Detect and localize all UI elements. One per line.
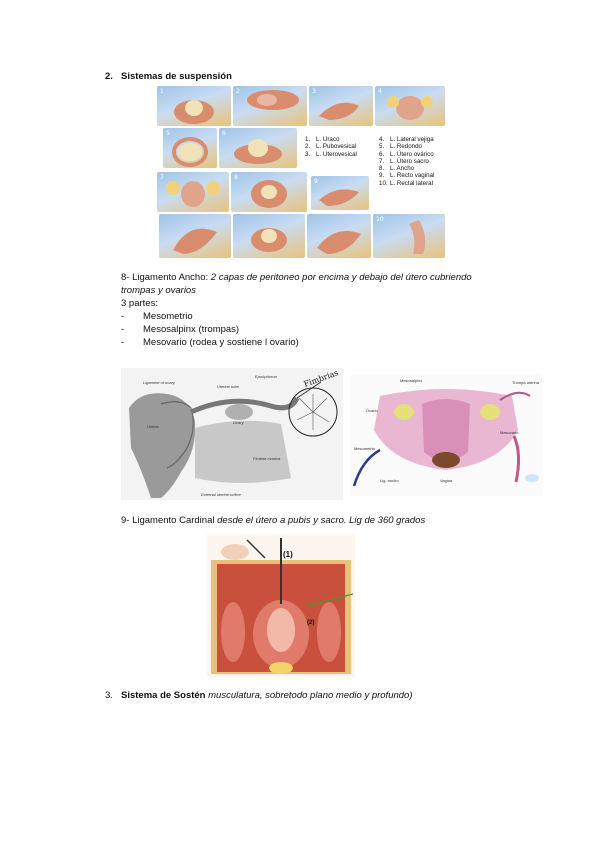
legend-item: 10.L. Rectal lateral	[379, 179, 433, 187]
section-3-desc: musculatura, sobretodo plano medio y pro…	[208, 690, 413, 701]
list-item: -Mesosalpinx (trompas)	[121, 324, 240, 335]
legend-item: 9.L. Recto vaginal	[379, 172, 435, 180]
section-2-number: 2.	[105, 71, 113, 82]
section-3-title: Sistema de Sostén	[121, 690, 206, 701]
label-vagina: Vagina	[440, 478, 453, 483]
ligament-illustration: 1	[157, 86, 231, 126]
broad-ligament-engraving: Ligament of ovary Uterine tube Epoöphoro…	[121, 368, 343, 500]
label-uterus: Uterus	[147, 424, 159, 429]
label-2: (2)	[307, 620, 315, 626]
label-trompa: Trompa uterina	[512, 380, 539, 385]
legend-item: 8.L. Ancho	[379, 165, 415, 173]
label-epoophoron: Epoöphoron	[255, 374, 277, 379]
ligament-legend-right: 4.L. Lateral vejiga 5.L. Redondo 6.L. Út…	[379, 136, 434, 187]
section-2-title: Sistemas de suspensión	[121, 71, 232, 82]
label-lig-ancho: Lig. ancho	[380, 478, 399, 483]
ligament-illustration: 5	[163, 128, 217, 168]
label-mesovario: Mesovario	[500, 430, 519, 435]
label-ovary: Ovary	[233, 420, 244, 425]
label-external-os: External uterine orifice	[201, 492, 241, 497]
section-2-heading: 2. Sistemas de suspensión	[105, 71, 232, 82]
list-item: -Mesovario (rodea y sostiene l ovario)	[121, 337, 299, 348]
ligament-illustration	[159, 214, 231, 258]
ligament-illustration: 8	[231, 172, 307, 212]
ligamento-ancho-label: 8- Ligamento Ancho:	[121, 272, 209, 283]
label-mesometrio: Mesometrio	[354, 446, 375, 451]
section-3: 3. Sistema de Sostén musculatura, sobreto…	[105, 689, 565, 702]
ligament-illustration: 3	[309, 86, 373, 126]
label-uterine-tube: Uterine tube	[217, 384, 239, 389]
label-ligament-of-ovary: Ligament of ovary	[143, 380, 175, 385]
ligament-illustration	[307, 214, 371, 258]
legend-item: 7.L. Útero sacro	[379, 157, 429, 165]
ligament-illustration: 4	[375, 86, 445, 126]
ligament-illustration: 2	[233, 86, 307, 126]
broad-ligament-diagram: Mesosalpinx Mesovario Mesometrio Trompa …	[350, 374, 542, 496]
ligament-legend-left: 1.L. Uraco 2.L. Pubovesical 3.L. Uterove…	[305, 136, 357, 158]
section-3-number: 3.	[105, 690, 113, 701]
ligament-illustration: 7	[157, 172, 229, 212]
legend-item: 5.L. Redondo	[379, 143, 422, 151]
legend-item: 6.L. Útero ovárico	[379, 150, 434, 158]
ligament-illustration: 10	[373, 214, 445, 258]
ligament-illustration	[233, 214, 305, 258]
suspension-ligaments-figure: 1 2 3 4 5 6 7 8 9 10 1.L. Uraco 2.L. Pub…	[155, 84, 447, 260]
legend-item: 4.L. Lateral vejiga	[379, 136, 434, 143]
label-fimbria: Fimbria ovarica	[253, 456, 281, 461]
legend-item: 1.L. Uraco	[305, 136, 340, 143]
ligamento-ancho-desc-2: trompas y ovarios	[121, 285, 196, 296]
legend-item: 3.L. Uterovesical	[305, 150, 357, 158]
label-ovario: Ovario	[366, 408, 378, 413]
parts-title: 3 partes:	[121, 298, 158, 309]
ligament-illustration: 9	[311, 176, 369, 210]
ligamento-cardinal-desc: desde el útero a pubis y sacro. Lig de 3…	[217, 515, 426, 526]
cardinal-ligament-figure: (1) (2)	[207, 534, 355, 677]
ligamento-ancho-text: 8- Ligamento Ancho: 2 capas de peritoneo…	[121, 271, 541, 349]
list-item: -Mesometrio	[121, 311, 193, 322]
label-mesosalpinx: Mesosalpinx	[400, 378, 423, 383]
ligamento-ancho-desc-1: 2 capas de peritoneo por encima y debajo…	[210, 272, 472, 283]
legend-item: 2.L. Pubovesical	[305, 143, 357, 151]
ligamento-cardinal-label: 9- Ligamento Cardinal	[121, 515, 215, 526]
label-1: (1)	[283, 550, 293, 559]
ligament-illustration: 6	[219, 128, 297, 168]
ligamento-cardinal-text: 9- Ligamento Cardinal desde el útero a p…	[121, 514, 541, 527]
